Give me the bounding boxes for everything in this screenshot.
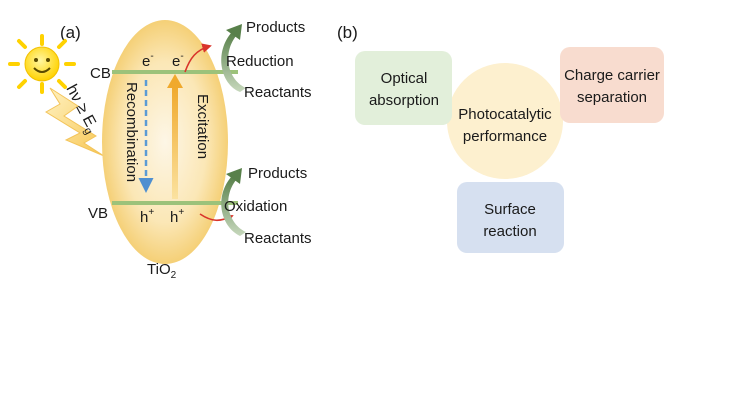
oxidation-product-arrow [221,168,246,236]
panel-a-label: (a) [60,23,81,42]
oxidation-reactants-label: Reactants [244,230,312,247]
reduction-product-arrow [221,24,246,92]
charge-carrier-line1: Charge carrier [564,67,660,84]
oxidation-products-label: Products [248,165,307,182]
surface-reaction-box [457,182,564,253]
reduction-reactants-label: Reactants [244,84,312,101]
vb-label: VB [88,205,108,222]
oxidation-label: Oxidation [224,198,287,215]
reduction-label: Reduction [226,53,294,70]
photocatalytic-performance-circle [447,63,563,179]
excitation-label: Excitation [194,94,211,159]
reduction-red-arrow [184,43,212,73]
panel-b-label: (b) [337,23,358,42]
hole-2: h+ [170,207,184,226]
optical-absorption-line1: Optical [381,70,428,87]
optical-absorption-line2: absorption [369,92,439,109]
cb-label: CB [90,65,111,82]
surface-reaction-line2: reaction [483,223,536,240]
charge-carrier-separation-box [560,47,664,123]
electron-2: e- [172,51,184,70]
photocatalytic-line1: Photocatalytic [458,106,552,123]
tio2-label: TiO2 [147,261,177,281]
sun-icon [8,34,76,94]
excitation-arrow [167,74,183,199]
hole-1: h+ [140,207,154,226]
recombination-label: Recombination [123,82,140,182]
electron-1: e- [142,51,154,70]
reduction-products-label: Products [246,19,305,36]
optical-absorption-box [355,51,452,125]
photocatalytic-line2: performance [463,128,547,145]
surface-reaction-line1: Surface [484,201,536,218]
charge-carrier-line2: separation [577,89,647,106]
